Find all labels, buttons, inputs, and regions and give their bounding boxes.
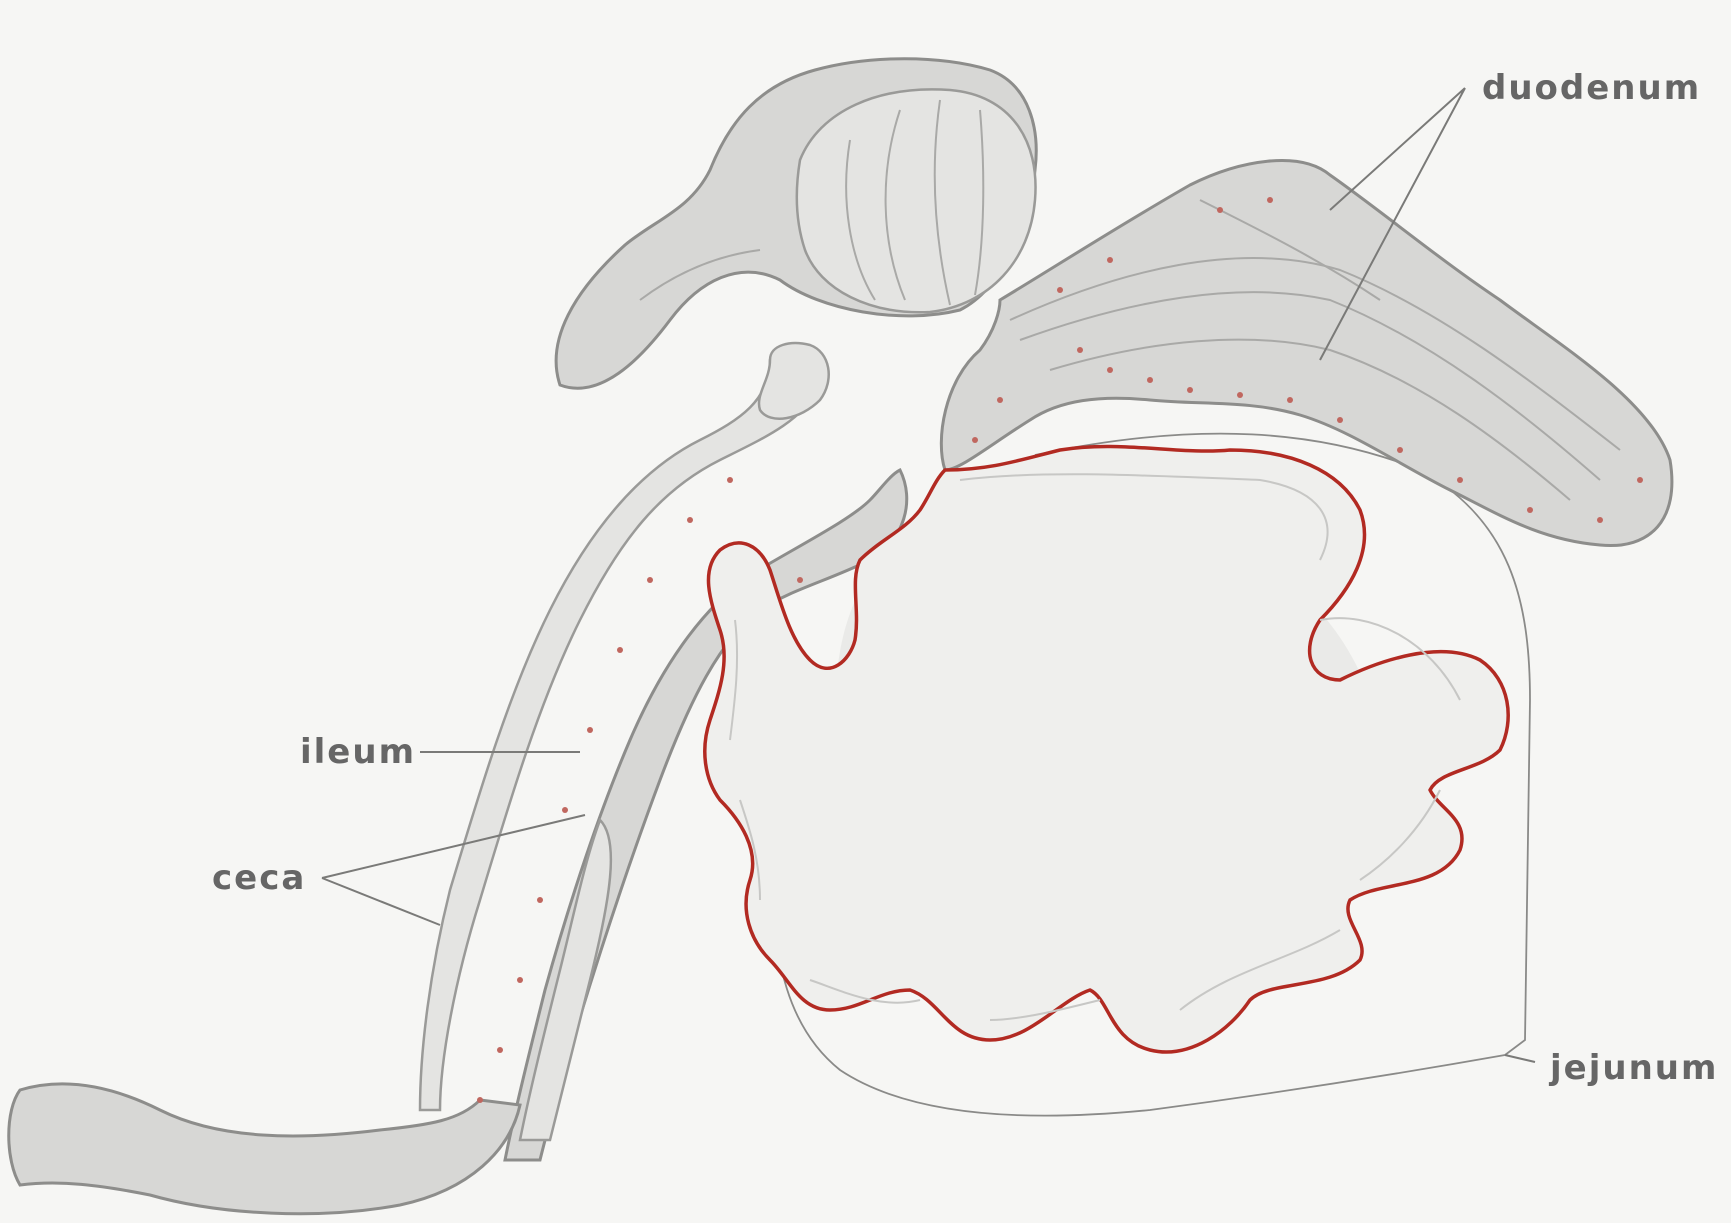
- jejunum-label: jejunum: [1550, 1048, 1718, 1088]
- ileum-label: ileum: [300, 732, 416, 772]
- duodenum-label: duodenum: [1482, 68, 1701, 108]
- jejunum-leader: [1505, 1055, 1535, 1062]
- ceca-label: ceca: [212, 858, 306, 898]
- cecum-right: [520, 820, 611, 1140]
- colon-cloaca: [9, 1084, 520, 1214]
- ileal-loop-top: [759, 343, 829, 419]
- gizzard: [797, 89, 1036, 312]
